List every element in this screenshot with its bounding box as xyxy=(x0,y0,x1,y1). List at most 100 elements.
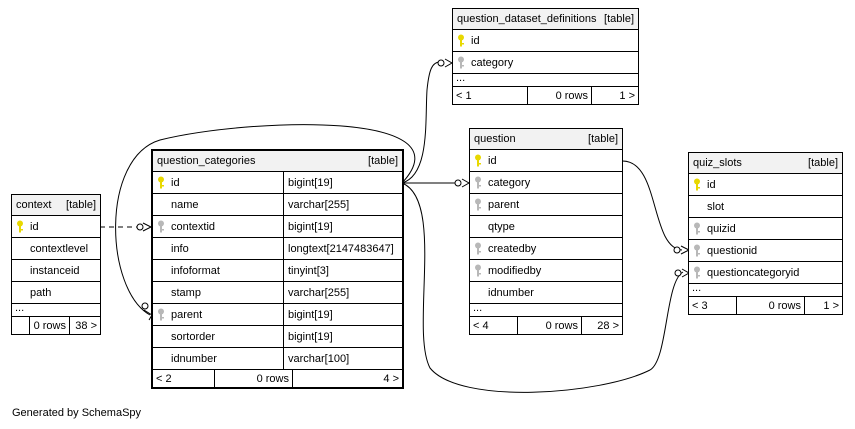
table-question-dataset-definitions[interactable]: question_dataset_definitions [table] id … xyxy=(452,8,639,105)
row-count: 0 rows xyxy=(30,317,70,334)
foreign-key-icon xyxy=(153,216,169,237)
table-name: question_dataset_definitions xyxy=(457,13,597,25)
link-end-circle xyxy=(136,223,144,231)
link-end-circle xyxy=(673,246,681,254)
table-row: qtype xyxy=(470,216,622,238)
foreign-key-icon xyxy=(153,304,169,325)
table-row: info longtext[2147483647] xyxy=(153,238,402,260)
foreign-key-icon xyxy=(453,52,469,73)
column-name: qtype xyxy=(488,220,515,233)
table-question[interactable]: question [table] id category parent qtyp… xyxy=(469,128,623,335)
link-end-circle xyxy=(454,179,462,187)
more-columns: ... xyxy=(453,73,638,87)
column-name: parent xyxy=(488,198,520,211)
parents-link[interactable]: < 1 xyxy=(453,87,528,104)
column-name: idnumber xyxy=(488,286,534,299)
column-name: sortorder xyxy=(171,330,216,343)
children-link[interactable]: 1 > xyxy=(823,299,839,312)
primary-key-icon xyxy=(689,174,705,195)
parents-link[interactable]: < 3 xyxy=(689,297,737,314)
table-type-tag: [table] xyxy=(808,157,838,169)
table-header: context [table] xyxy=(12,195,100,216)
primary-key-icon xyxy=(470,150,486,171)
column-name: id xyxy=(30,220,39,233)
column-name: modifiedby xyxy=(488,264,542,277)
more-columns: ... xyxy=(470,303,622,317)
row-count: 0 rows xyxy=(737,297,805,314)
column-type: bigint[19] xyxy=(283,326,333,347)
column-type: varchar[255] xyxy=(283,282,349,303)
column-name: path xyxy=(30,286,52,299)
children-link[interactable]: 4 > xyxy=(383,372,399,385)
parents-link[interactable] xyxy=(12,317,30,334)
foreign-key-icon xyxy=(689,240,705,261)
foreign-key-icon xyxy=(689,218,705,239)
link-self-parent xyxy=(115,124,416,316)
column-type: varchar[100] xyxy=(283,348,349,369)
table-row: id xyxy=(453,30,638,52)
foreign-key-icon xyxy=(470,172,486,193)
column-name: contextlevel xyxy=(30,242,89,255)
table-question-categories[interactable]: question_categories [table] id bigint[19… xyxy=(151,149,404,389)
primary-key-icon xyxy=(453,30,469,51)
table-name: context xyxy=(16,199,52,211)
column-name: parent xyxy=(171,308,203,321)
link-end-circle xyxy=(437,59,445,67)
row-count: 0 rows xyxy=(518,317,582,334)
table-header: question_dataset_definitions [table] xyxy=(453,9,638,30)
table-row: id xyxy=(12,216,100,238)
table-row: quizid xyxy=(689,218,842,240)
column-name: id xyxy=(471,34,480,47)
column-type: longtext[2147483647] xyxy=(283,238,394,259)
table-row: idnumber xyxy=(470,282,622,304)
link-question-questionid xyxy=(621,160,683,251)
table-row: contextlevel xyxy=(12,238,100,260)
table-row: questionid xyxy=(689,240,842,262)
table-row: id xyxy=(470,150,622,172)
column-name: createdby xyxy=(488,242,537,255)
foreign-key-icon xyxy=(470,194,486,215)
parents-link[interactable]: < 4 xyxy=(470,317,518,334)
table-row: slot xyxy=(689,196,842,218)
table-row: idnumber varchar[100] xyxy=(153,348,402,370)
table-row: contextid bigint[19] xyxy=(153,216,402,238)
parents-link[interactable]: < 2 xyxy=(153,370,215,387)
primary-key-icon xyxy=(153,172,169,193)
table-header: question [table] xyxy=(470,129,622,150)
column-type: varchar[255] xyxy=(283,194,349,215)
column-name: questioncategoryid xyxy=(707,266,800,279)
foreign-key-icon xyxy=(689,262,705,283)
column-name: name xyxy=(171,198,199,211)
children-link[interactable]: 1 > xyxy=(619,89,635,102)
table-type-tag: [table] xyxy=(66,199,96,211)
column-name: stamp xyxy=(171,286,201,299)
table-row: parent xyxy=(470,194,622,216)
crowfoot xyxy=(142,222,153,232)
table-header: question_categories [table] xyxy=(153,151,402,172)
table-name: question xyxy=(474,133,516,145)
table-row: createdby xyxy=(470,238,622,260)
crowfoot xyxy=(444,58,454,68)
table-row: path xyxy=(12,282,100,304)
table-footer: 0 rows 38 > xyxy=(12,317,100,334)
more-columns: ... xyxy=(689,283,842,297)
generated-by-credit: Generated by SchemaSpy xyxy=(12,407,142,419)
table-type-tag: [table] xyxy=(604,13,634,25)
link-quiz-category xyxy=(401,182,684,393)
column-name: idnumber xyxy=(171,352,217,365)
table-row: sortorder bigint[19] xyxy=(153,326,402,348)
column-name: id xyxy=(707,178,716,191)
children-link[interactable]: 28 > xyxy=(597,319,619,332)
more-columns: ... xyxy=(12,303,100,317)
table-context[interactable]: context [table] id contextlevel instance… xyxy=(11,194,101,335)
link-end-circle xyxy=(674,269,682,277)
column-name: info xyxy=(171,242,189,255)
children-link[interactable]: 38 > xyxy=(75,319,97,332)
table-row: infoformat tinyint[3] xyxy=(153,260,402,282)
link-end-circle xyxy=(141,302,149,310)
table-footer: < 2 0 rows 4 > xyxy=(153,370,402,387)
table-quiz-slots[interactable]: quiz_slots [table] id slot quizid questi… xyxy=(688,152,843,315)
column-name: instanceid xyxy=(30,264,80,277)
table-name: quiz_slots xyxy=(693,157,742,169)
